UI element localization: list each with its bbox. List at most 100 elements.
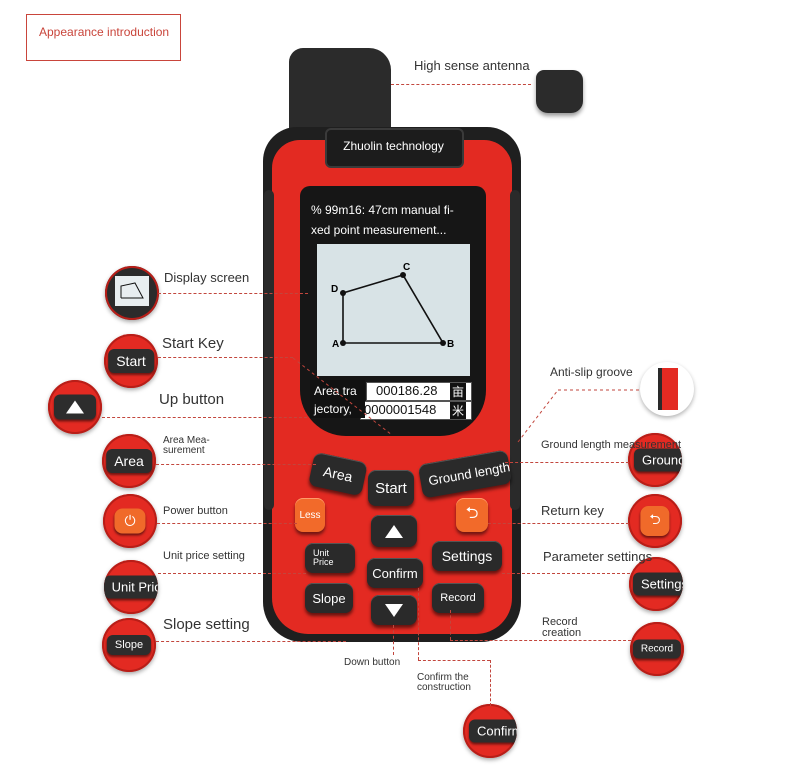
point-a — [340, 340, 346, 346]
return-callout: ⮌ — [628, 494, 682, 548]
display-thumbnail — [105, 266, 159, 320]
screen-header: % 99m16: 47cm manual fi- xed point measu… — [311, 203, 454, 237]
leader-record — [450, 640, 631, 641]
up-callout — [48, 380, 102, 434]
ground-callout: Ground length — [628, 433, 682, 487]
brand-plate — [325, 128, 464, 168]
power-icon: ⏻ — [114, 508, 146, 534]
return-icon: ⮌ — [465, 504, 479, 522]
up-callout-arrow-icon — [66, 400, 84, 414]
record-callout-label: Record — [632, 639, 682, 659]
label-a: A — [332, 339, 339, 350]
anti-slip-detail — [658, 368, 678, 410]
point-d — [340, 290, 346, 296]
antenna-detail — [536, 70, 583, 113]
grip-right — [510, 190, 520, 510]
record-callout: Record — [630, 622, 684, 676]
return-callout-icon: ⮌ — [640, 506, 670, 536]
label-b: B — [447, 339, 454, 350]
confirm-construction-label: Confirm the construction — [417, 672, 471, 693]
unit-price-callout-label: Unit Price — [104, 575, 158, 599]
power-button[interactable]: Less — [295, 498, 325, 532]
label-d: D — [331, 284, 338, 295]
power-callout: ⏻ — [103, 494, 157, 548]
confirm-callout-label: Confirm — [469, 719, 517, 743]
ground-length-button-label: Ground length — [427, 458, 512, 488]
up-arrow-icon — [385, 524, 403, 538]
less-label: Less — [299, 509, 321, 521]
leader-unit-price — [158, 573, 306, 574]
record-button-label: Record — [440, 592, 476, 604]
leader-confirm-v2 — [490, 660, 491, 706]
power-button-label: Power button — [163, 505, 228, 517]
area-callout: Area — [102, 434, 156, 488]
unit-price-button[interactable]: Unit Price — [305, 543, 355, 573]
down-button[interactable] — [371, 595, 417, 625]
readout-unit-2: 米 — [450, 402, 467, 419]
leader-confirm-v — [418, 588, 419, 660]
readout-value-2: 0000001548 — [364, 402, 437, 417]
readout-unit-1: 亩 — [450, 383, 467, 400]
slope-callout: Slope — [102, 618, 156, 672]
ground-length-measurement-label: Ground length measurement — [541, 439, 682, 451]
label-c: C — [403, 262, 410, 273]
display-label: Display screen — [164, 270, 250, 285]
confirm-button-label: Confirm — [372, 565, 418, 581]
anti-slip-label: Anti-slip groove — [550, 365, 633, 379]
readout-row-1 — [366, 382, 472, 401]
area-button-label: Area — [321, 463, 355, 485]
return-button[interactable]: ⮌ — [456, 498, 488, 532]
ground-callout-label: Ground length — [634, 448, 682, 472]
start-button[interactable]: Start — [368, 470, 414, 506]
brand-text: Zhuolin technology — [343, 139, 444, 153]
leader-settings — [502, 573, 630, 574]
settings-button[interactable]: Settings — [432, 541, 502, 571]
slope-button[interactable]: Slope — [305, 583, 353, 613]
thumbnail-trajectory-icon — [120, 282, 144, 299]
leader-start-diag — [292, 357, 393, 436]
unit-price-button-label: Unit Price — [313, 548, 334, 567]
trajectory-label: Area tra jectory, — [310, 380, 365, 418]
leader-ground — [505, 462, 629, 463]
start-callout-label: Start — [108, 349, 154, 373]
down-button-label: Down button — [344, 657, 401, 668]
leader-area — [156, 464, 316, 465]
leader-down — [393, 625, 394, 655]
settings-callout-label: Settings — [633, 572, 683, 596]
start-key-label: Start Key — [162, 335, 224, 352]
parameter-settings-label: Parameter settings — [543, 549, 653, 564]
slope-setting-label: Slope setting — [163, 616, 250, 633]
trajectory-line — [342, 274, 445, 344]
down-arrow-icon — [385, 603, 403, 617]
leader-anti-slip-diag — [517, 389, 640, 443]
up-button-label: Up button — [159, 391, 225, 408]
start-button-label: Start — [375, 479, 407, 497]
unit-price-callout: Unit Price — [104, 560, 158, 614]
display-thumbnail-screen — [115, 276, 149, 306]
intro-title: Appearance introduction — [26, 14, 181, 61]
record-creation-label: Record creation — [542, 616, 582, 639]
unit-price-setting-label: Unit price setting — [163, 550, 245, 562]
area-measurement-label: Area Mea- surement — [163, 435, 210, 456]
leader-confirm-h — [418, 660, 490, 661]
settings-button-label: Settings — [441, 548, 493, 564]
point-b — [440, 340, 446, 346]
trajectory-plot: A B C D — [331, 262, 454, 350]
leader-up — [102, 417, 307, 418]
settings-callout: Settings — [629, 557, 683, 611]
slope-callout-label: Slope — [106, 635, 152, 655]
record-button[interactable]: Record — [432, 583, 484, 613]
leader-power — [157, 523, 297, 524]
leader-display — [158, 293, 308, 294]
point-c — [400, 272, 406, 278]
start-callout: Start — [104, 334, 158, 388]
up-callout-button — [54, 394, 96, 420]
antenna-label: High sense antenna — [414, 58, 530, 73]
confirm-button[interactable]: Confirm — [367, 558, 423, 588]
leader-start — [158, 357, 293, 358]
up-button[interactable] — [371, 515, 417, 547]
leader-record-v — [450, 610, 451, 640]
anti-slip-callout — [640, 362, 694, 416]
readout-value-1: 000186.28 — [376, 383, 438, 398]
area-callout-label: Area — [106, 449, 152, 473]
